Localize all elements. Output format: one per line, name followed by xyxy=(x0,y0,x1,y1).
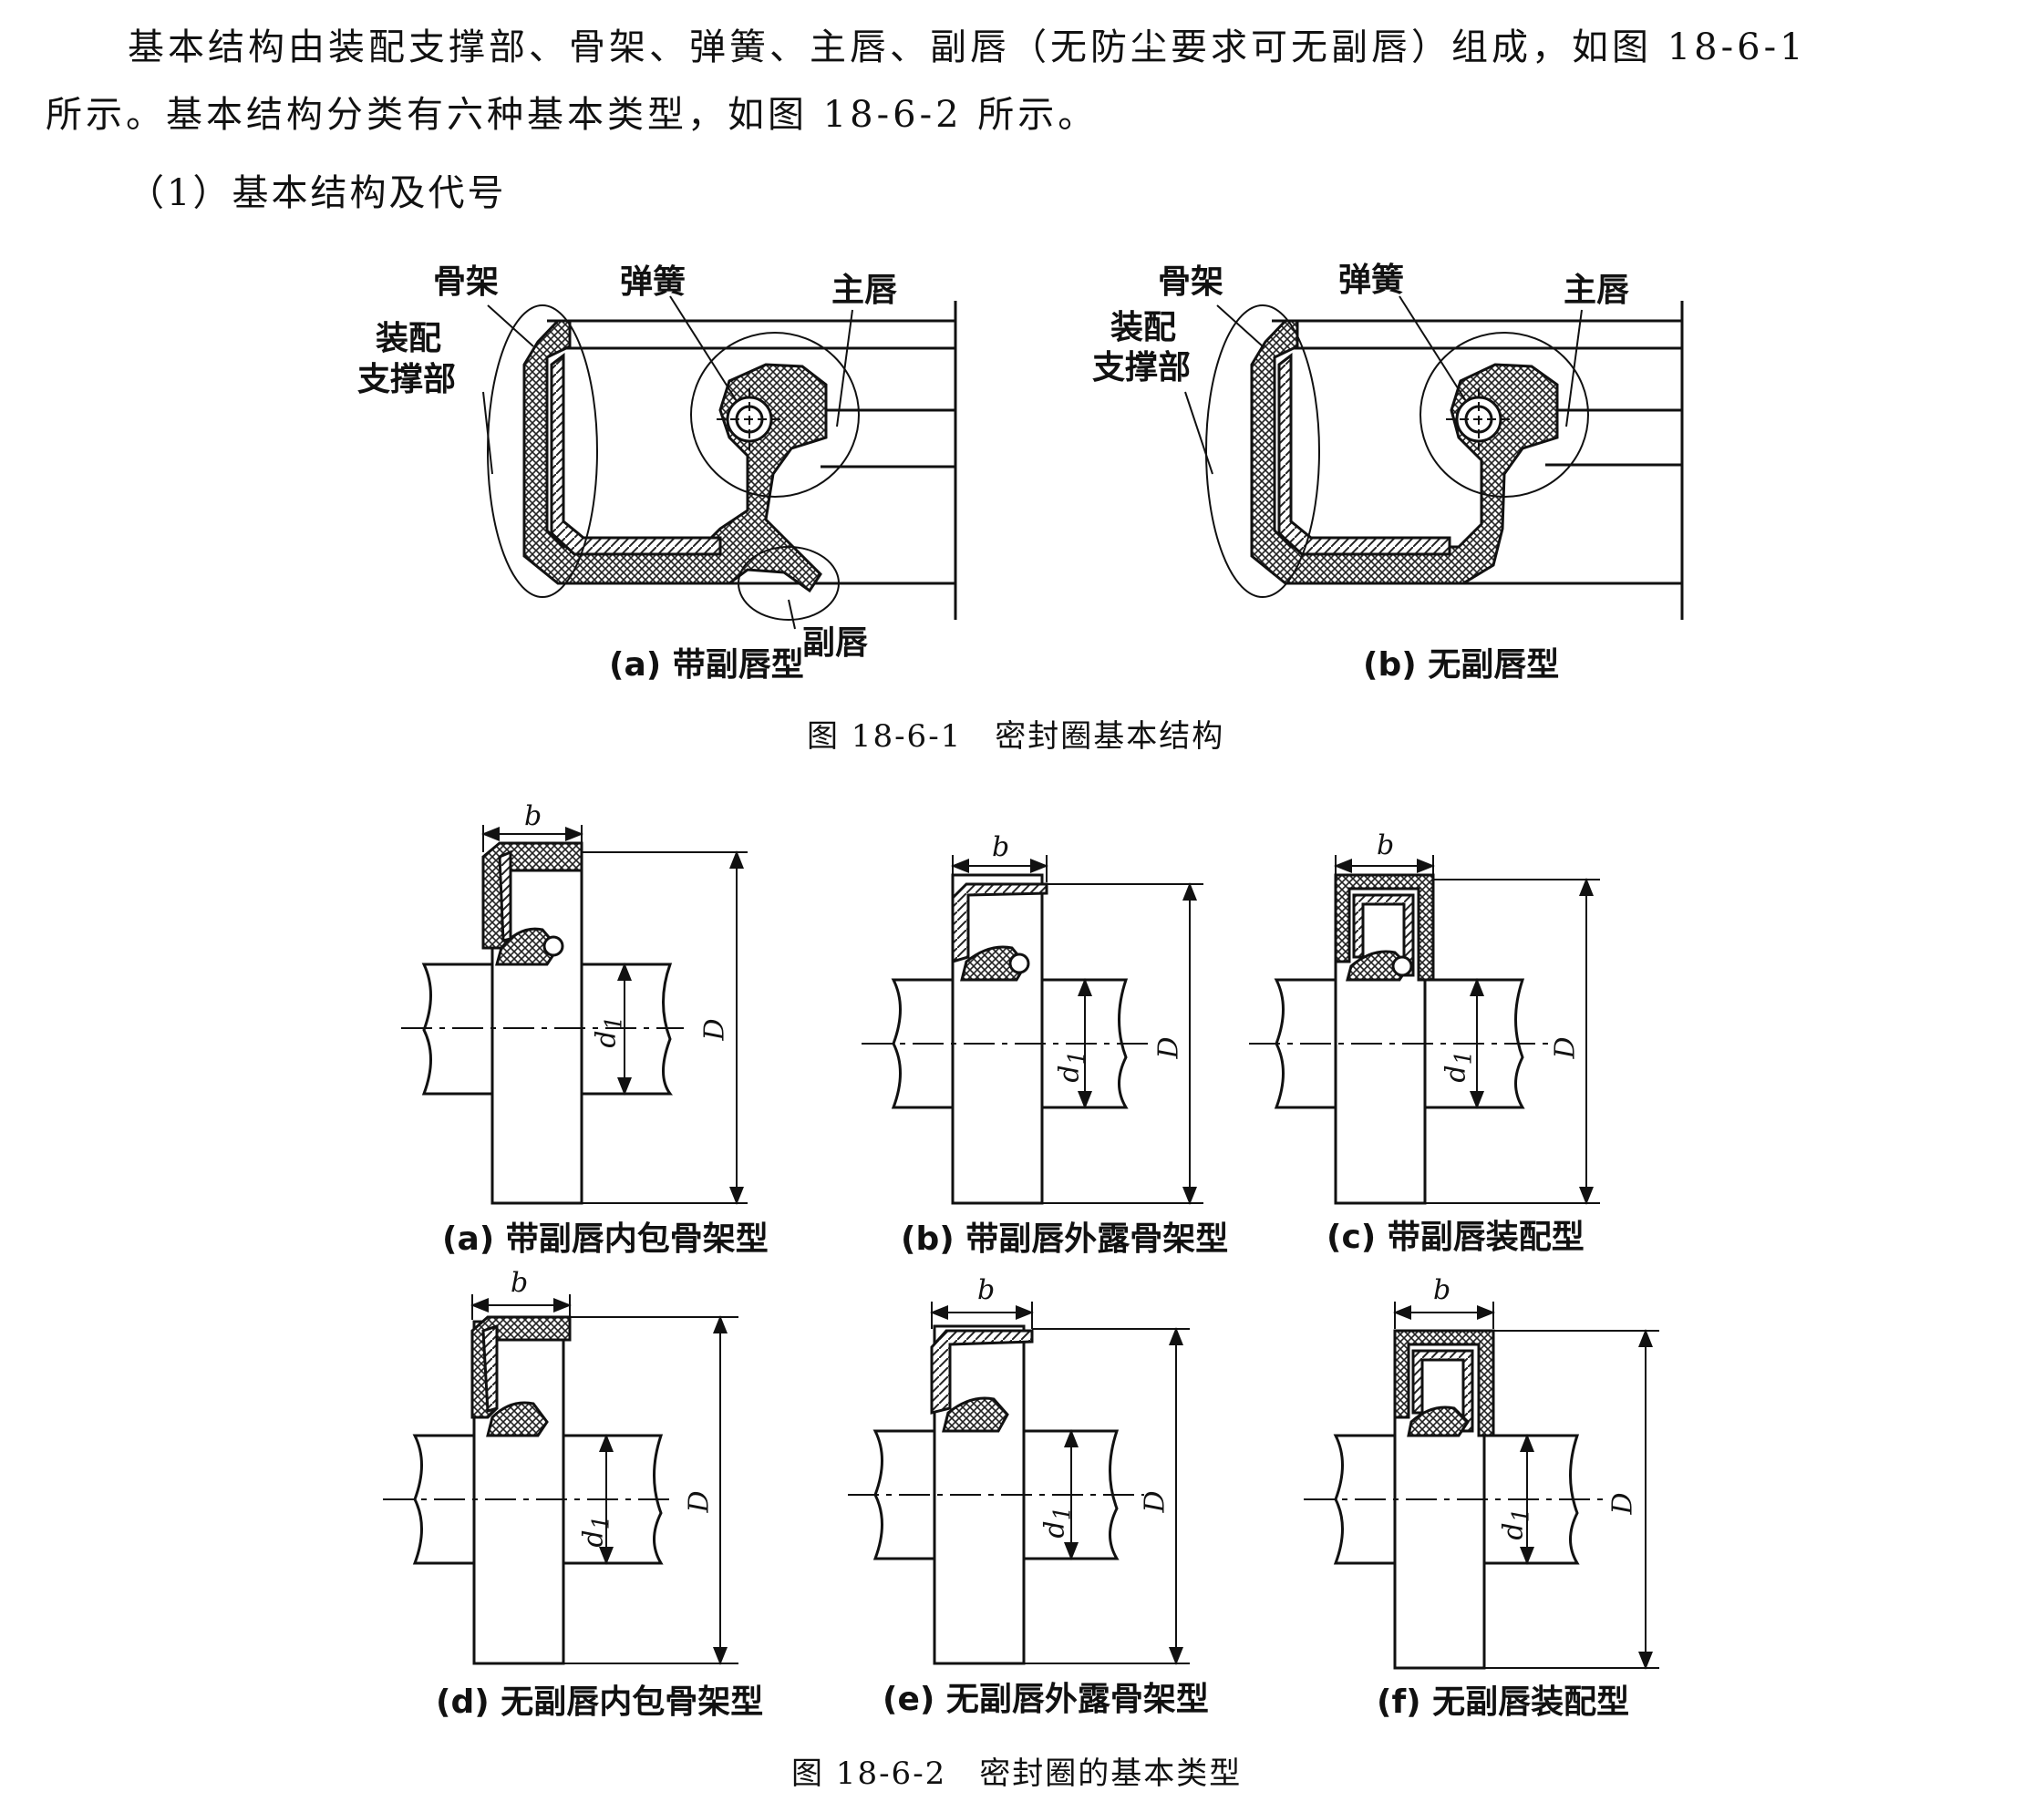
dim-d1-d: d1 xyxy=(578,1515,614,1547)
dim-d-letter: d xyxy=(1440,1065,1472,1083)
dim-d1-b: d1 xyxy=(1054,1050,1090,1082)
label-skeleton-b: 骨架 xyxy=(1158,263,1224,301)
figure-2-caption: 图 18-6-2 密封圈的基本类型 xyxy=(791,1755,1243,1792)
label-main-lip-a: 主唇 xyxy=(831,272,898,309)
label-spring-b: 弹簧 xyxy=(1338,262,1405,299)
caption-type-d: (d) 无副唇内包骨架型 xyxy=(436,1683,764,1721)
figure-1-caption: 图 18-6-1 密封圈基本结构 xyxy=(807,718,1225,755)
label-spring-a: 弹簧 xyxy=(620,263,686,301)
paragraph-intro-line-2: 所示。基本结构分类有六种基本类型，如图 18-6-2 所示。 xyxy=(46,94,1099,136)
label-main-lip-b: 主唇 xyxy=(1564,272,1630,309)
dim-d-letter: d xyxy=(590,1030,623,1048)
label-skeleton-a: 骨架 xyxy=(433,263,500,301)
label-support-b-line2: 支撑部 xyxy=(1092,349,1192,386)
dim-d-letter: d xyxy=(1053,1065,1086,1083)
dim-d-letter: d xyxy=(1497,1522,1530,1540)
caption-type-f: (f) 无副唇装配型 xyxy=(1377,1683,1630,1721)
caption-figure-1a: (a) 带副唇型 xyxy=(609,646,804,684)
label-support-a-line1: 装配 xyxy=(376,320,442,357)
dim-d1-a: d1 xyxy=(591,1015,627,1047)
dim-D-c: D xyxy=(1549,1036,1582,1059)
dim-D-e: D xyxy=(1139,1490,1172,1513)
dim-D-b: D xyxy=(1152,1036,1185,1059)
label-support-a-line2: 支撑部 xyxy=(357,361,457,398)
label-sub-lip-a: 副唇 xyxy=(802,624,869,662)
dim-b-f: b xyxy=(1433,1274,1451,1306)
dim-D-a: D xyxy=(698,1018,731,1041)
figure-2f-drawing xyxy=(1304,1302,1659,1670)
dim-d-subscript: 1 xyxy=(600,1015,627,1031)
dim-b-a: b xyxy=(524,800,542,832)
figure-2d-drawing xyxy=(383,1294,738,1665)
dim-D-f: D xyxy=(1606,1492,1639,1515)
dim-d-subscript: 1 xyxy=(1507,1508,1534,1523)
dim-D-d: D xyxy=(683,1490,716,1513)
paragraph-intro-line-1: 基本结构由装配支撑部、骨架、弹簧、主唇、副唇（无防尘要求可无副唇）组成，如图 1… xyxy=(128,26,1807,68)
caption-type-b: (b) 带副唇外露骨架型 xyxy=(901,1220,1229,1258)
caption-figure-1b: (b) 无副唇型 xyxy=(1363,646,1560,684)
label-support-b-line1: 装配 xyxy=(1110,309,1177,346)
figure-2a-drawing xyxy=(401,825,748,1205)
figure-2e-drawing xyxy=(848,1302,1190,1665)
caption-type-c: (c) 带副唇装配型 xyxy=(1327,1219,1585,1256)
dim-d-subscript: 1 xyxy=(587,1515,614,1530)
figure-2b-drawing xyxy=(862,855,1203,1205)
dim-b-b: b xyxy=(992,831,1010,863)
dim-d-subscript: 1 xyxy=(1048,1506,1076,1521)
dim-d1-e: d1 xyxy=(1039,1506,1076,1538)
figure-2c-drawing xyxy=(1249,855,1600,1205)
caption-type-e: (e) 无副唇外露骨架型 xyxy=(883,1681,1209,1718)
figure-1a-drawing xyxy=(482,295,957,630)
dim-b-d: b xyxy=(511,1267,529,1299)
dim-b-c: b xyxy=(1377,829,1395,861)
dim-b-e: b xyxy=(977,1274,996,1306)
figure-1b-drawing xyxy=(1184,295,1684,620)
dim-d1-f: d1 xyxy=(1498,1508,1534,1539)
dim-d-subscript: 1 xyxy=(1063,1050,1090,1066)
caption-type-a: (a) 带副唇内包骨架型 xyxy=(442,1220,769,1258)
dim-d-letter: d xyxy=(1038,1520,1071,1539)
dim-d1-c: d1 xyxy=(1440,1050,1477,1082)
dim-d-letter: d xyxy=(577,1529,610,1548)
section-heading: （1）基本结构及代号 xyxy=(128,172,507,214)
dim-d-subscript: 1 xyxy=(1450,1050,1477,1066)
